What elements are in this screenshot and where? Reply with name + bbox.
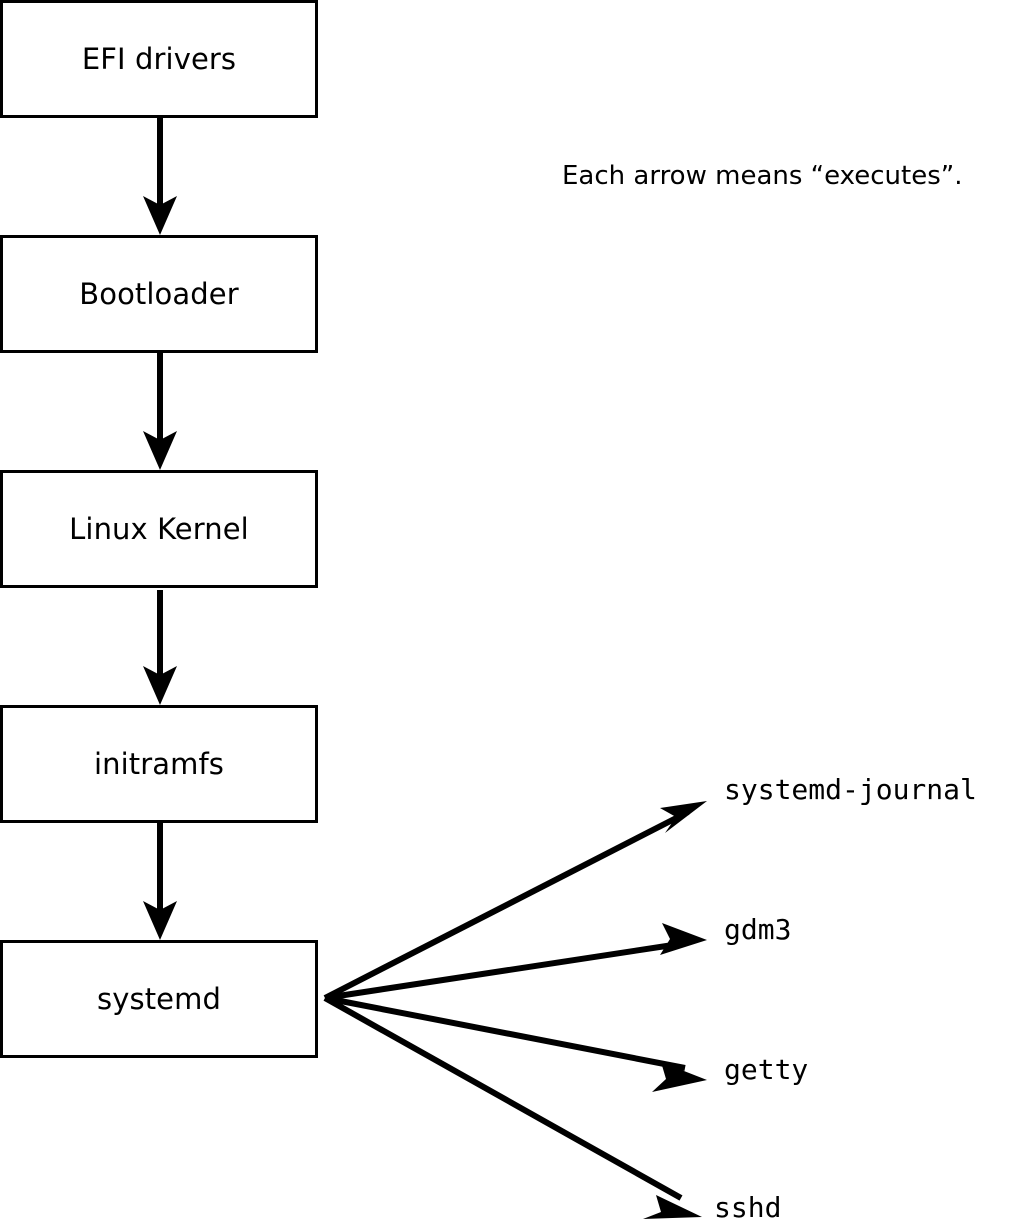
service-label-gdm3: gdm3	[724, 913, 792, 946]
stage-label-initramfs: initramfs	[93, 746, 225, 781]
stage-box-efi-drivers: EFI drivers	[0, 0, 318, 118]
arrow-systemd-to-systemd-journal	[323, 801, 707, 1001]
arrow-systemd-to-sshd	[323, 995, 702, 1219]
stage-label-efi-drivers: EFI drivers	[81, 41, 237, 76]
stage-box-initramfs: initramfs	[0, 705, 318, 823]
stage-box-linux-kernel: Linux Kernel	[0, 470, 318, 588]
arrow-bootloader-to-kernel	[143, 353, 177, 470]
stage-box-systemd: systemd	[0, 940, 318, 1058]
arrow-initramfs-to-systemd	[143, 823, 177, 940]
stage-box-bootloader: Bootloader	[0, 235, 318, 353]
arrow-systemd-to-gdm3	[324, 923, 707, 1001]
arrow-efi-to-bootloader	[143, 118, 177, 235]
service-label-getty: getty	[724, 1053, 809, 1086]
stage-label-bootloader: Bootloader	[79, 276, 239, 311]
arrow-systemd-to-getty	[324, 995, 707, 1092]
stage-label-linux-kernel: Linux Kernel	[69, 511, 249, 546]
stage-label-systemd: systemd	[97, 981, 221, 1016]
service-label-sshd: sshd	[714, 1191, 782, 1224]
legend-note: Each arrow means “executes”.	[562, 161, 963, 191]
service-label-systemd-journal: systemd-journal	[724, 773, 977, 806]
arrow-kernel-to-initramfs	[143, 590, 177, 705]
